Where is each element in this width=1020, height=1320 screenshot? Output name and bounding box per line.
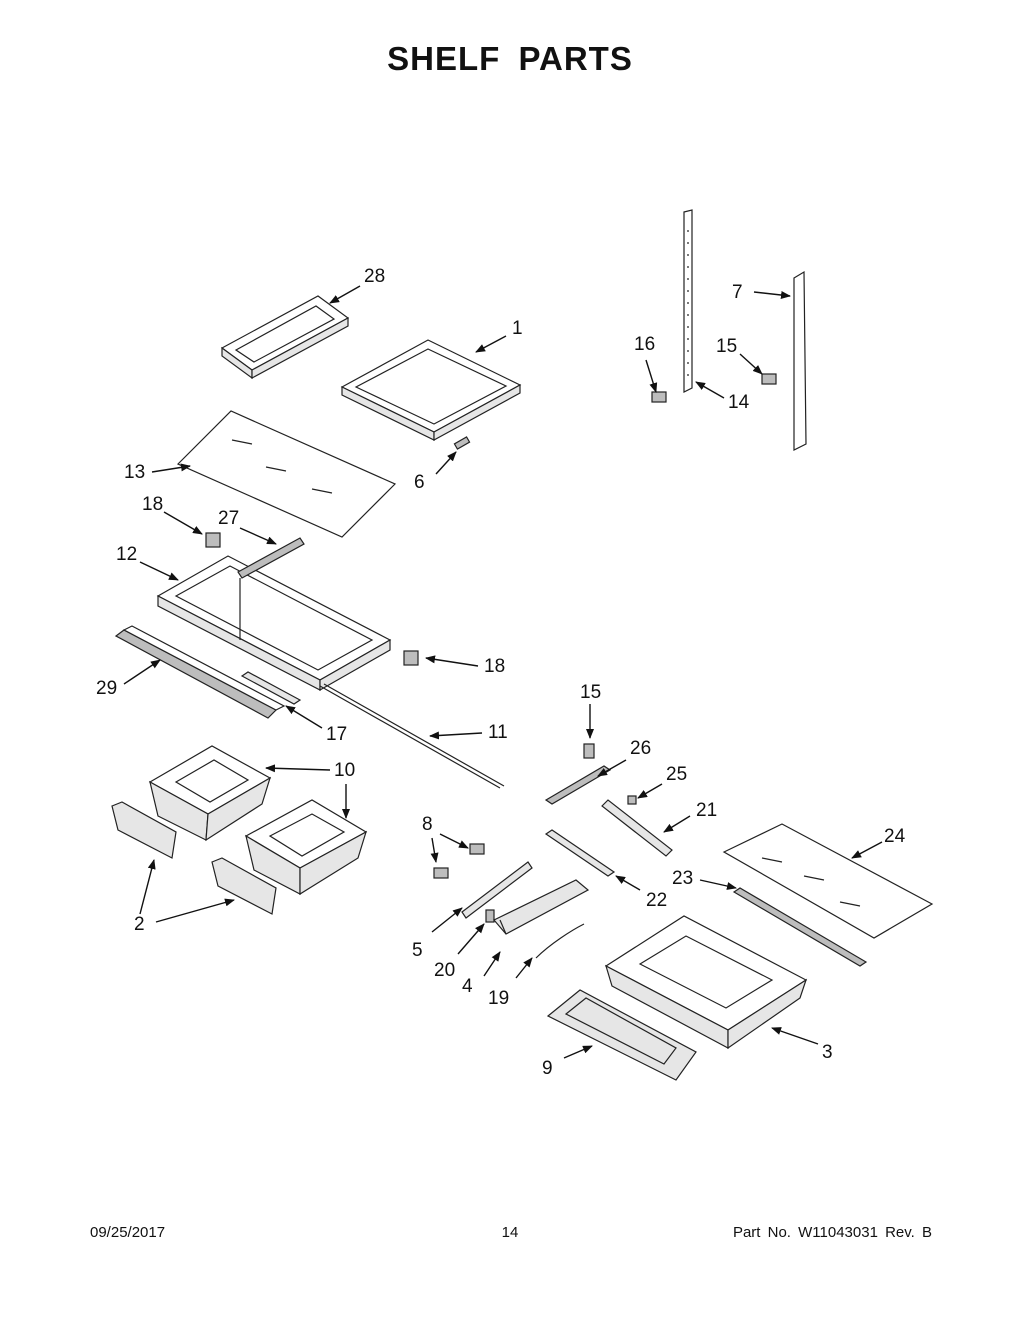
callout-18-right: 18: [484, 656, 505, 677]
callout-10: 10: [334, 760, 355, 781]
callout-1: 1: [512, 318, 523, 339]
part-5-rail: [461, 861, 533, 919]
part-25-clip: [627, 795, 637, 805]
part-14-shelf-rail: [683, 209, 693, 393]
callout-8: 8: [422, 814, 433, 835]
callout-25: 25: [666, 764, 687, 785]
part-16-screw: [651, 391, 667, 403]
callout-3: 3: [822, 1042, 833, 1063]
callout-29: 29: [96, 678, 117, 699]
callout-15-lower: 15: [580, 682, 601, 703]
part-2-crisper-front-right: [211, 857, 277, 915]
callout-20: 20: [434, 960, 455, 981]
part-11-rod: [319, 683, 505, 789]
callout-labels: 28 1 6 13 18 27 12 18 29 17 11 10 2 7 16…: [96, 266, 906, 1079]
callout-13: 13: [124, 462, 145, 483]
footer-part-number: Part No. W11043031 Rev. B: [732, 1224, 932, 1241]
part-27-slide-rail: [237, 537, 305, 640]
callout-7: 7: [732, 282, 743, 303]
callout-2: 2: [134, 914, 145, 935]
part-24-glass-shelf: [722, 823, 934, 939]
part-18-bracket-right: [403, 650, 419, 666]
footer-page-number: 14: [501, 1224, 519, 1241]
part-29-trim-strip: [114, 625, 286, 719]
part-2-crisper-front-left: [111, 801, 177, 859]
callout-22: 22: [646, 890, 667, 911]
part-13-glass-shelf: [176, 410, 397, 538]
part-21-rail: [601, 799, 673, 857]
callout-28: 28: [364, 266, 385, 287]
part-15-screw-lower: [583, 743, 595, 759]
part-8-screw-lower: [433, 867, 449, 879]
callout-4: 4: [462, 976, 473, 997]
footer-date: 09/25/2017: [90, 1224, 166, 1241]
callout-14: 14: [728, 392, 750, 413]
part-28-shelf-tray: [220, 295, 350, 380]
part-20-clip: [485, 909, 495, 923]
callout-21: 21: [696, 800, 717, 821]
callout-23: 23: [672, 868, 693, 889]
part-19-wire: [535, 923, 585, 959]
part-23-trim: [732, 887, 868, 967]
part-15-screw-top: [761, 373, 777, 385]
part-12-shelf-frame-assembly: [156, 555, 392, 692]
callout-6: 6: [414, 472, 425, 493]
part-7-shelf-rail: [793, 270, 807, 451]
callout-12: 12: [116, 544, 137, 565]
callout-19: 19: [488, 988, 509, 1009]
callout-11: 11: [488, 722, 508, 743]
callout-27: 27: [218, 508, 239, 529]
callout-18-top: 18: [142, 494, 163, 515]
callout-5: 5: [412, 940, 423, 961]
part-1-shelf-frame: [340, 339, 522, 442]
callout-15-top: 15: [716, 336, 737, 357]
part-17-slide: [240, 671, 302, 705]
part-10-crisper-right: [244, 799, 368, 896]
part-6-screw: [453, 436, 471, 450]
part-26-rail: [544, 765, 612, 805]
callout-9: 9: [542, 1058, 553, 1079]
part-8-screw-upper: [469, 843, 485, 855]
callout-26: 26: [630, 738, 651, 759]
part-3-drawer: [604, 915, 808, 1050]
part-18-bracket-left: [205, 532, 221, 548]
page-title: SHELF PARTS: [387, 40, 633, 77]
part-9-drawer-front: [546, 989, 697, 1081]
part-22-rail: [544, 829, 616, 877]
callout-17: 17: [326, 724, 347, 745]
part-4-drawer-support: [493, 879, 590, 935]
callout-24: 24: [884, 826, 906, 847]
callout-16: 16: [634, 334, 655, 355]
leader-lines: [123, 285, 883, 1059]
part-10-crisper-left: [148, 745, 272, 842]
